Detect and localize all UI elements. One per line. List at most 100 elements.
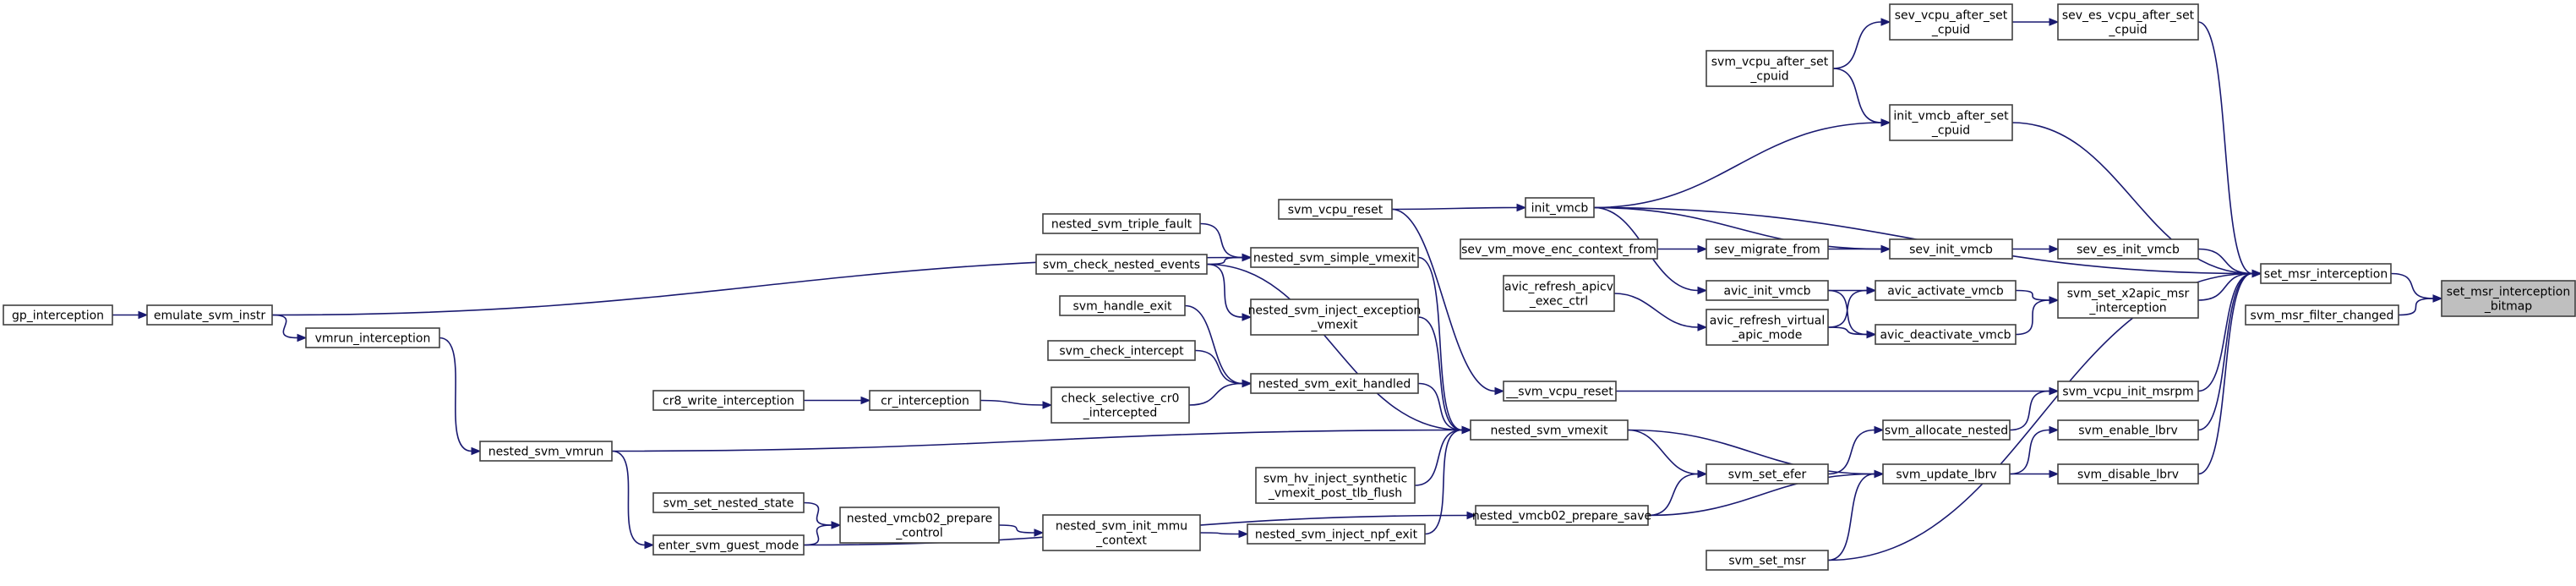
node-svm_set_msr[interactable]: svm_set_msr	[1706, 550, 1829, 571]
edge-arrowhead	[1880, 18, 1891, 26]
edge-svm_vcpu_after_set_cpuid-to-init_vmcb_after_set_cpuid	[1832, 68, 1882, 123]
node-nested_svm_inject_exception_vmexit[interactable]: nested_svm_inject_exception_vmexit	[1248, 298, 1422, 336]
node-check_selective_cr0_intercepted[interactable]: check_selective_cr0_intercepted	[1051, 386, 1190, 424]
node-box	[1278, 199, 1393, 220]
node-nested_svm_vmrun[interactable]: nested_svm_vmrun	[479, 441, 613, 462]
node-box	[1047, 340, 1196, 361]
edge-arrowhead	[860, 396, 871, 405]
node-label: svm_allocate_nested	[1885, 424, 2008, 438]
node-cr8_write_interception[interactable]: cr8_write_interception	[652, 390, 805, 411]
node-avic_refresh_apicv_exec_ctrl[interactable]: avic_refresh_apicv_exec_ctrl	[1503, 275, 1615, 312]
node-svm_check_intercept[interactable]: svm_check_intercept	[1047, 340, 1196, 361]
node-avic_init_vmcb[interactable]: avic_init_vmcb	[1706, 280, 1829, 301]
node-nested_svm_inject_npf_exit[interactable]: nested_svm_inject_npf_exit	[1247, 523, 1426, 545]
node-avic_deactivate_vmcb[interactable]: avic_deactivate_vmcb	[1875, 324, 2017, 345]
node-label: set_msr_interception	[2264, 268, 2388, 282]
edge-arrowhead	[1697, 286, 1708, 295]
node-label: _apic_mode	[1732, 329, 1803, 342]
node-svm_vcpu_init_msrpm[interactable]: svm_vcpu_init_msrpm	[2057, 381, 2199, 402]
node-enter_svm_guest_mode[interactable]: enter_svm_guest_mode	[652, 534, 805, 556]
node-vmrun_interception[interactable]: vmrun_interception	[305, 327, 440, 348]
node-svm_enable_lbrv[interactable]: svm_enable_lbrv	[2057, 419, 2199, 441]
node-set_msr_interception_bitmap[interactable]: set_msr_interception_bitmap	[2441, 280, 2576, 317]
node-label: _intercepted	[1083, 407, 1158, 420]
node-sev_es_init_vmcb[interactable]: sev_es_init_vmcb	[2057, 238, 2199, 260]
node-box	[305, 327, 440, 348]
node-svm_set_x2apic_msr_interception[interactable]: svm_set_x2apic_msr_interception	[2057, 282, 2199, 319]
node-box	[1460, 238, 1658, 260]
node-box	[2057, 381, 2199, 402]
node-box	[1035, 254, 1208, 275]
node-avic_refresh_virtual_apic_mode[interactable]: avic_refresh_virtual_apic_mode	[1706, 309, 1829, 346]
node-box	[1042, 514, 1201, 551]
node-sev_init_vmcb[interactable]: sev_init_vmcb	[1889, 238, 2013, 260]
edge-nested_svm_inject_npf_exit-to-nested_svm_vmexit	[1424, 429, 1463, 535]
node-box	[1247, 523, 1426, 545]
edge-avic_refresh_virtual_apic_mode-to-avic_activate_vmcb	[1827, 289, 1868, 328]
node-init_vmcb[interactable]: init_vmcb	[1525, 197, 1595, 218]
node-svm_allocate_nested[interactable]: svm_allocate_nested	[1882, 419, 2011, 441]
edge-arrowhead	[1516, 203, 1527, 212]
node-label: _vmexit_post_tlb_flush	[1268, 487, 1402, 501]
node-nested_svm_init_mmu_context[interactable]: nested_svm_init_mmu_context	[1042, 514, 1201, 551]
node-label: _context	[1095, 534, 1147, 548]
node-box	[1051, 386, 1190, 424]
node-label: avic_activate_vmcb	[1887, 285, 2004, 298]
node-label: _control	[895, 527, 943, 540]
node-__svm_vcpu_reset[interactable]: __svm_vcpu_reset	[1503, 381, 1617, 402]
node-label: enter_svm_guest_mode	[658, 539, 799, 553]
edge-emulate_svm_instr-to-vmrun_interception	[271, 314, 298, 339]
node-cr_interception[interactable]: cr_interception	[869, 390, 981, 411]
edge-svm_vcpu_after_set_cpuid-to-sev_vcpu_after_set_cpuid	[1832, 21, 1882, 69]
node-set_msr_interception[interactable]: set_msr_interception	[2260, 263, 2392, 284]
node-avic_activate_vmcb[interactable]: avic_activate_vmcb	[1875, 280, 2017, 301]
node-svm_update_lbrv[interactable]: svm_update_lbrv	[1882, 463, 2011, 485]
edge-arrowhead	[471, 446, 482, 456]
node-box	[2260, 263, 2392, 284]
node-box	[1706, 280, 1829, 301]
node-label: _interception	[2088, 302, 2166, 315]
node-label: nested_svm_triple_fault	[1051, 218, 1192, 232]
node-svm_set_efer[interactable]: svm_set_efer	[1706, 463, 1829, 485]
node-box	[1475, 505, 1649, 526]
node-sev_vcpu_after_set_cpuid[interactable]: sev_vcpu_after_set_cpuid	[1889, 3, 2013, 41]
node-sev_migrate_from[interactable]: sev_migrate_from	[1706, 238, 1829, 260]
node-label: svm_check_intercept	[1059, 345, 1184, 359]
node-sev_es_vcpu_after_set_cpuid[interactable]: sev_es_vcpu_after_set_cpuid	[2057, 3, 2199, 41]
node-nested_svm_simple_vmexit[interactable]: nested_svm_simple_vmexit	[1250, 247, 1419, 268]
edge-arrowhead	[2049, 425, 2060, 435]
node-label: _bitmap	[2484, 300, 2532, 314]
node-box	[2057, 463, 2199, 485]
node-nested_vmcb02_prepare_save[interactable]: nested_vmcb02_prepare_save	[1472, 505, 1651, 526]
node-label: cr_interception	[881, 395, 969, 408]
node-emulate_svm_instr[interactable]: emulate_svm_instr	[146, 304, 273, 326]
node-label: nested_vmcb02_prepare_save	[1472, 510, 1651, 523]
node-label: sev_es_init_vmcb	[2077, 244, 2180, 257]
node-svm_msr_filter_changed[interactable]: svm_msr_filter_changed	[2245, 304, 2399, 326]
edge-svm_enable_lbrv-to-set_msr_interception	[2197, 272, 2253, 431]
node-label: svm_vcpu_reset	[1288, 204, 1384, 217]
node-svm_set_nested_state[interactable]: svm_set_nested_state	[652, 492, 805, 513]
node-box	[1875, 280, 2017, 301]
edge-arrowhead	[1866, 286, 1877, 295]
node-label: nested_svm_inject_exception	[1248, 304, 1422, 318]
node-label: svm_set_efer	[1728, 468, 1807, 482]
node-init_vmcb_after_set_cpuid[interactable]: init_vmcb_after_set_cpuid	[1889, 104, 2013, 141]
node-box	[652, 390, 805, 411]
edge-nested_vmcb02_prepare_save-to-svm_update_lbrv	[1647, 473, 1875, 517]
node-box	[1059, 295, 1186, 316]
node-gp_interception[interactable]: gp_interception	[3, 304, 113, 326]
node-sev_vm_move_enc_context_from[interactable]: sev_vm_move_enc_context_from	[1460, 238, 1658, 260]
node-nested_svm_triple_fault[interactable]: nested_svm_triple_fault	[1042, 213, 1201, 234]
edge-arrowhead	[2049, 18, 2060, 26]
node-svm_vcpu_reset[interactable]: svm_vcpu_reset	[1278, 199, 1393, 220]
node-svm_check_nested_events[interactable]: svm_check_nested_events	[1035, 254, 1208, 275]
node-svm_vcpu_after_set_cpuid[interactable]: svm_vcpu_after_set_cpuid	[1706, 50, 1834, 87]
node-box	[146, 304, 273, 326]
node-svm_disable_lbrv[interactable]: svm_disable_lbrv	[2057, 463, 2199, 485]
node-svm_hv_inject_synthetic_vmexit_post_tlb_flush[interactable]: svm_hv_inject_synthetic_vmexit_post_tlb_…	[1255, 467, 1416, 504]
node-nested_svm_vmexit[interactable]: nested_svm_vmexit	[1470, 419, 1629, 441]
node-svm_handle_exit[interactable]: svm_handle_exit	[1059, 295, 1186, 316]
node-nested_svm_exit_handled[interactable]: nested_svm_exit_handled	[1250, 373, 1419, 394]
node-nested_vmcb02_prepare_control[interactable]: nested_vmcb02_prepare_control	[839, 507, 1000, 544]
